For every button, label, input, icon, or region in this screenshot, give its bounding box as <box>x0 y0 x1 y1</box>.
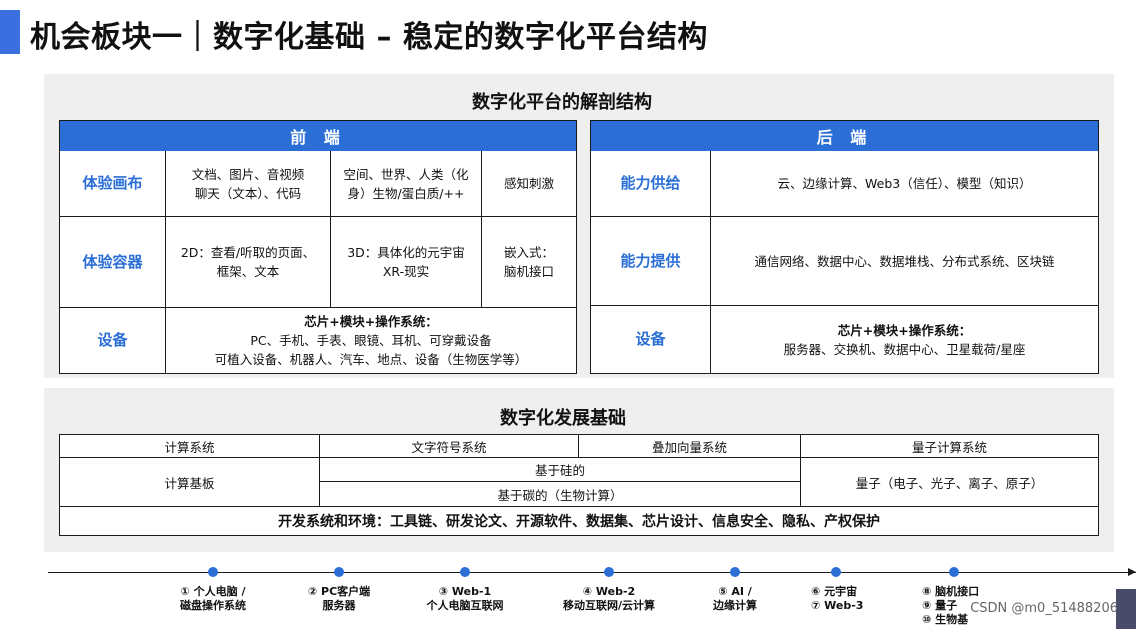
cell-line: 芯片+模块+操作系统： <box>837 322 972 338</box>
timeline-label: ⑥ 元宇宙 ⑦ Web-3 <box>811 585 863 613</box>
anatomy-title: 数字化平台的解剖结构 <box>472 92 652 113</box>
timeline-label-line: 服务器 <box>322 599 356 612</box>
timeline-label-line: ⑤ AI / <box>718 585 752 598</box>
timeline-dot <box>949 567 959 577</box>
cell-line: 嵌入式： <box>503 245 554 260</box>
frontend-header: 前 端 <box>60 121 576 151</box>
timeline-label-line: ⑥ 元宇宙 <box>811 585 858 598</box>
foundation-header-vector: 叠加向量系统 <box>579 435 801 458</box>
foundation-table: 计算系统 文字符号系统 叠加向量系统 量子计算系统 计算基板 基于硅的 基于碳的… <box>59 434 1099 536</box>
cell-line: 空间、世界、人类（化 <box>343 166 469 182</box>
cell-line: 2D：查看/听取的页面、 <box>180 245 316 260</box>
timeline-dot <box>730 567 740 577</box>
backend-cell: 云、边缘计算、Web3（信任）、模型（知识） <box>711 151 1098 217</box>
timeline-dot <box>831 567 841 577</box>
arrow-right-icon <box>1128 568 1136 576</box>
cell-line: PC、手机、手表、眼镜、耳机、可穿戴设备 <box>250 333 492 348</box>
carbon-cell: 基于碳的（生物计算） <box>320 482 801 507</box>
frontend-cell: 感知刺激 <box>482 151 576 217</box>
foundation-title: 数字化发展基础 <box>500 408 626 429</box>
timeline-dot <box>604 567 614 577</box>
dev-environment-cell: 开发系统和环境：工具链、研发论文、开源软件、数据集、芯片设计、信息安全、隐私、产… <box>278 514 880 530</box>
timeline-label-line: ⑧ 脑机接口 <box>922 585 980 598</box>
frontend-cell: 3D：具体化的元宇宙 XR-现实 <box>331 217 482 308</box>
frontend-cell: 2D：查看/听取的页面、框架、文本 <box>166 217 331 308</box>
timeline-dot <box>460 567 470 577</box>
cell-line: 3D：具体化的元宇宙 <box>347 245 465 260</box>
timeline-label: ① 个人电脑 / 磁盘操作系统 <box>180 585 246 613</box>
cell-line: 脑机接口 <box>503 264 554 279</box>
timeline-label-line: ④ Web-2 <box>582 585 636 598</box>
cell-line: 芯片+模块+操作系统： <box>304 314 438 329</box>
cell-line: 身）生物/蛋白质/++ <box>347 185 465 201</box>
backend-cell: 通信网络、数据中心、数据堆栈、分布式系统、区块链 <box>711 217 1098 306</box>
frontend-row-label-device: 设备 <box>60 308 166 373</box>
frontend-row-label-canvas: 体验画布 <box>60 151 166 217</box>
cell-line: 通信网络、数据中心、数据堆栈、分布式系统、区块链 <box>754 253 1055 269</box>
timeline-label-line: ⑦ Web-3 <box>811 599 864 612</box>
timeline-label-line: 磁盘操作系统 <box>180 599 246 612</box>
csdn-watermark: CSDN @m0_51488206 <box>970 601 1118 616</box>
page-title: 机会板块一｜数字化基础 – 稳定的数字化平台结构 <box>30 20 708 55</box>
backend-header: 后 端 <box>591 121 1098 151</box>
cell-line: 文档、图片、音视频 <box>191 166 305 182</box>
cell-line: 感知刺激 <box>503 176 554 191</box>
backend-row-label-device: 设备 <box>591 306 711 373</box>
timeline-axis <box>48 568 1136 576</box>
timeline-label-line: 移动互联网/云计算 <box>562 599 656 612</box>
frontend-row-label-container: 体验容器 <box>60 217 166 308</box>
quantum-cell: 量子（电子、光子、离子、原子） <box>801 458 1098 507</box>
foundation-header-compute: 计算系统 <box>60 435 320 458</box>
frontend-cell: 芯片+模块+操作系统： PC、手机、手表、眼镜、耳机、可穿戴设备 可植入设备、机… <box>166 308 576 373</box>
frontend-cell: 空间、世界、人类（化身）生物/蛋白质/++ <box>331 151 482 217</box>
frontend-cell: 嵌入式： 脑机接口 <box>482 217 576 308</box>
cell-line: XR-现实 <box>382 264 430 279</box>
timeline-label-line: ③ Web-1 <box>438 585 492 598</box>
backend-box: 后 端 能力供给 云、边缘计算、Web3（信任）、模型（知识） 能力提供 通信网… <box>590 120 1099 374</box>
backend-cell: 芯片+模块+操作系统： 服务器、交换机、数据中心、卫星载荷/星座 <box>711 306 1098 373</box>
timeline-label: ④ Web-2 移动互联网/云计算 <box>563 585 655 613</box>
timeline-label: ⑧ 脑机接口 ⑨ 量子 ⑩ 生物基 <box>922 585 979 627</box>
foundation-header-quantum: 量子计算系统 <box>801 435 1098 458</box>
foundation-header-symbol: 文字符号系统 <box>320 435 579 458</box>
cell-line: 框架、文本 <box>216 264 280 279</box>
timeline-label-line: ⑩ 生物基 <box>922 613 969 626</box>
backend-row-label-supply: 能力供给 <box>591 151 711 217</box>
timeline-label: ⑤ AI / 边缘计算 <box>713 585 757 613</box>
timeline-dot <box>208 567 218 577</box>
cell-line: 云、边缘计算、Web3（信任）、模型（知识） <box>777 176 1032 191</box>
timeline-label: ② PC客户端 服务器 <box>308 585 370 613</box>
backend-row-label-provide: 能力提供 <box>591 217 711 306</box>
timeline-label-line: ① 个人电脑 / <box>180 585 246 598</box>
timeline-label: ③ Web-1 个人电脑互联网 <box>427 585 504 613</box>
timeline-dot <box>334 567 344 577</box>
timeline-label-line: 个人电脑互联网 <box>426 599 504 612</box>
corner-thumbnail <box>1116 589 1136 629</box>
timeline-label-line: 边缘计算 <box>713 599 757 612</box>
title-accent-bar <box>0 10 20 54</box>
compute-base-cell: 计算基板 <box>60 458 320 507</box>
cell-line: 服务器、交换机、数据中心、卫星载荷/星座 <box>783 341 1026 357</box>
silicon-cell: 基于硅的 <box>320 458 801 482</box>
timeline-label-line: ② PC客户端 <box>307 585 371 598</box>
cell-line: 可植入设备、机器人、汽车、地点、设备（生物医学等） <box>214 352 528 367</box>
frontend-cell: 文档、图片、音视频聊天（文本）、代码 <box>166 151 331 217</box>
timeline-label-line: ⑨ 量子 <box>922 599 958 612</box>
cell-line: 聊天（文本）、代码 <box>194 185 302 201</box>
frontend-box: 前 端 体验画布 文档、图片、音视频聊天（文本）、代码 空间、世界、人类（化身）… <box>59 120 577 374</box>
